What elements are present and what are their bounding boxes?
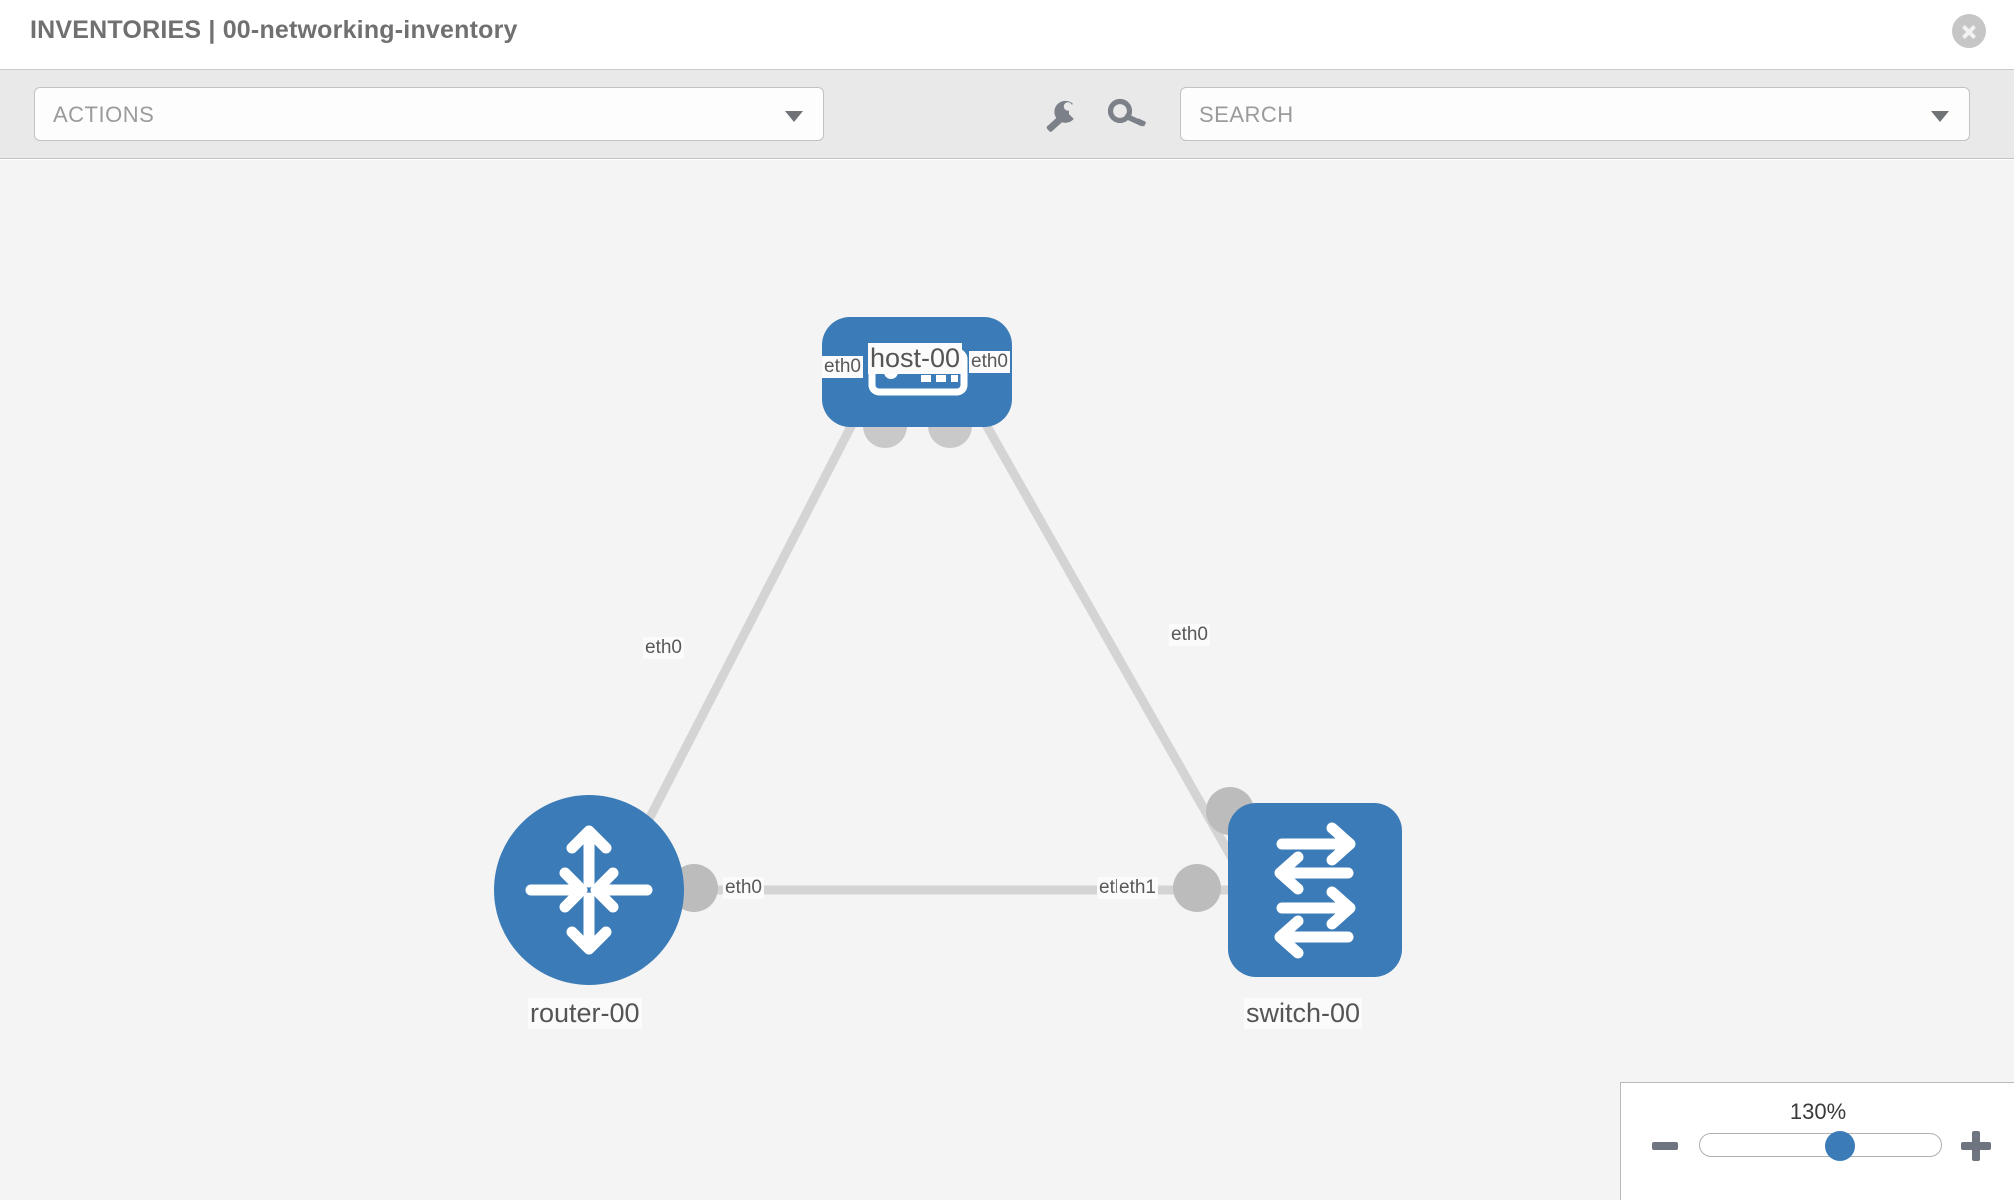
iface-label: eth0: [822, 356, 863, 378]
zoom-slider-thumb[interactable]: [1825, 1131, 1855, 1161]
topology-graph: [494, 317, 1402, 985]
search-placeholder: SEARCH: [1199, 102, 1294, 127]
node-label-router-00: router-00: [528, 998, 642, 1029]
key-icon[interactable]: [1107, 96, 1149, 136]
zoom-control-panel: 130%: [1620, 1082, 2014, 1200]
zoom-slider-track[interactable]: [1699, 1133, 1942, 1157]
node-switch-00[interactable]: [1228, 803, 1402, 977]
link-host-switch[interactable]: [951, 367, 1237, 863]
search-input[interactable]: SEARCH: [1180, 87, 1970, 141]
actions-dropdown[interactable]: ACTIONS: [34, 87, 824, 141]
iface-label: eth0: [969, 351, 1010, 373]
zoom-in-button[interactable]: [1961, 1131, 1991, 1161]
node-label-host-00: host-00: [868, 343, 963, 374]
node-router-00[interactable]: [494, 795, 684, 985]
connector-dot: [1173, 864, 1221, 912]
switch-arrows-icon: [1274, 822, 1356, 959]
iface-label: eth1: [1117, 877, 1158, 899]
close-icon[interactable]: [1952, 14, 1986, 48]
zoom-out-button[interactable]: [1652, 1142, 1678, 1150]
chevron-down-icon[interactable]: [1931, 111, 1949, 122]
wrench-icon[interactable]: [1040, 96, 1082, 136]
actions-dropdown-label: ACTIONS: [53, 102, 155, 127]
zoom-level-value: 130%: [1789, 1099, 1847, 1124]
link-host-router[interactable]: [623, 367, 885, 863]
topology-canvas[interactable]: eth0 eth0 eth0 eth0 eth0 eth0 eth1 host-…: [0, 160, 2014, 1200]
toolbar: ACTIONS SEARCH: [0, 70, 2014, 159]
page-title: INVENTORIES | 00-networking-inventory: [30, 16, 518, 44]
chevron-down-icon: [785, 111, 803, 122]
iface-label: eth0: [723, 877, 764, 899]
iface-label: eth0: [1169, 624, 1210, 646]
title-bar: INVENTORIES | 00-networking-inventory: [0, 0, 2014, 70]
node-label-switch-00: switch-00: [1244, 998, 1363, 1029]
iface-label: eth0: [643, 637, 684, 659]
router-arrows-icon: [525, 825, 653, 955]
